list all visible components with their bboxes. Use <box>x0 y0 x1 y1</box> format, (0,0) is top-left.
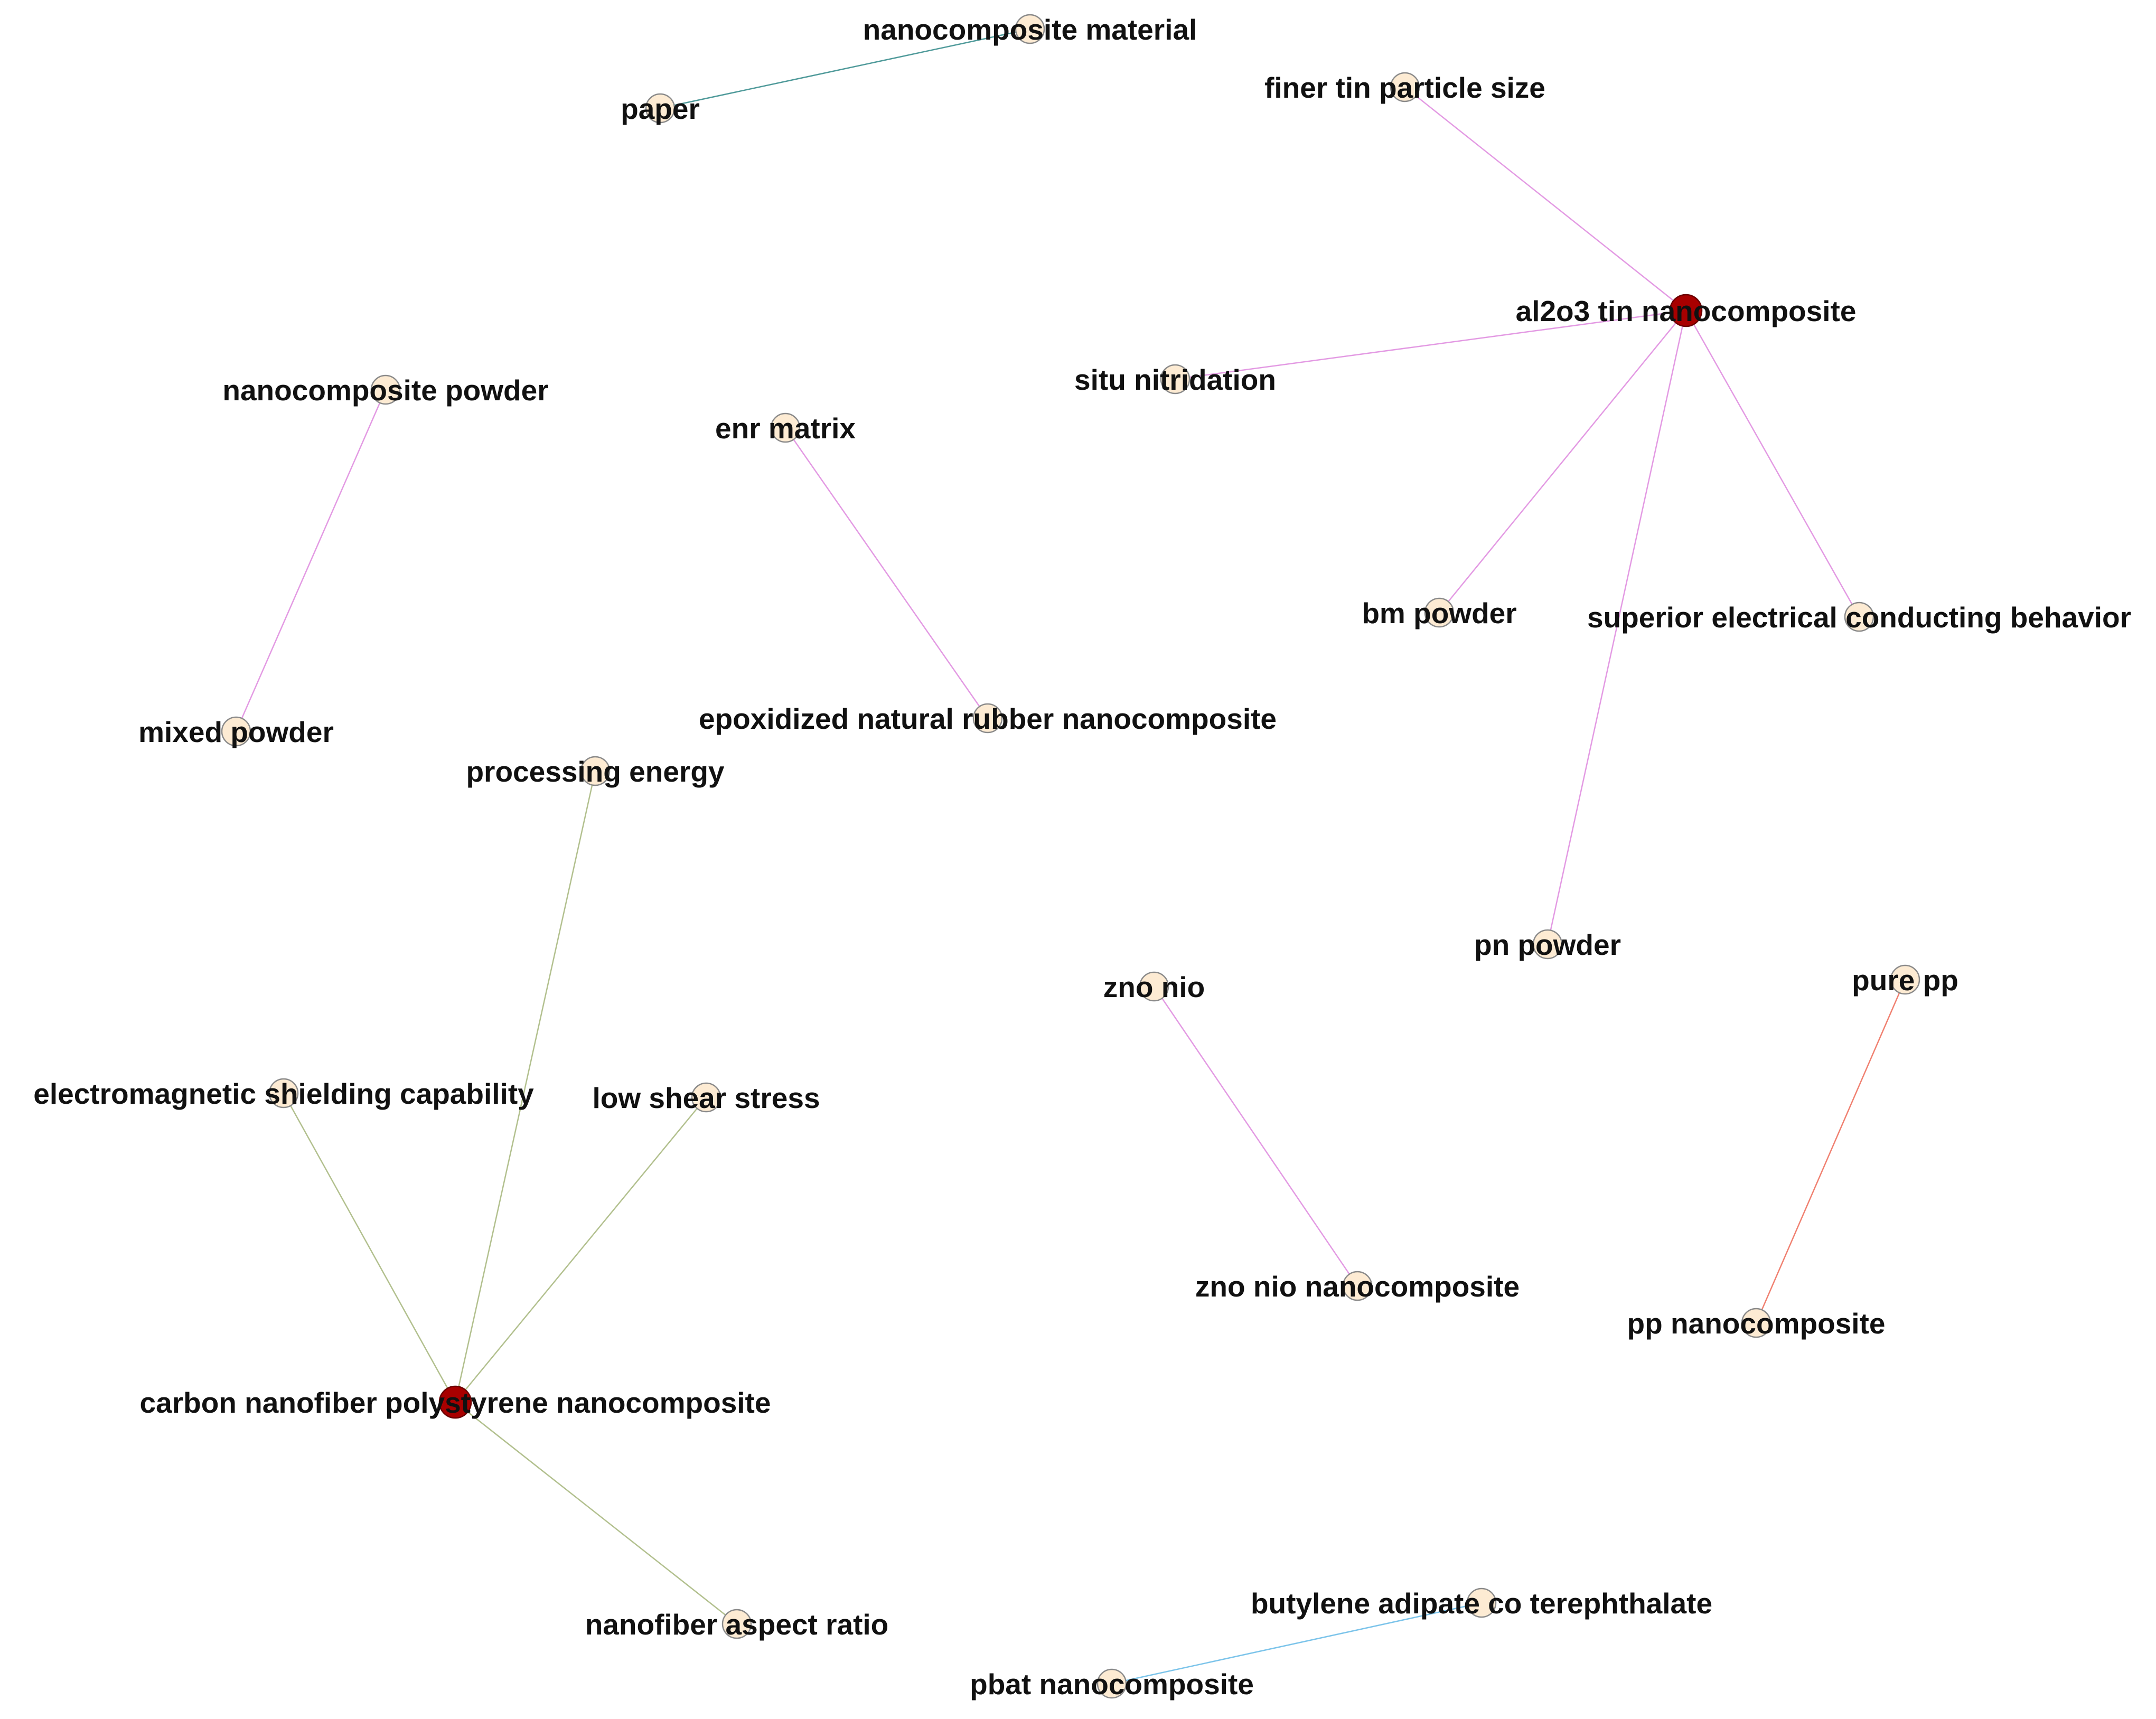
node-butylene-adipate-co-terephthalate[interactable] <box>1466 1588 1497 1618</box>
node-nanofiber-aspect-ratio[interactable] <box>721 1609 752 1639</box>
node-label-nanocomposite-powder: nanocomposite powder <box>222 374 548 407</box>
node-label-finer-tin-particle-size: finer tin particle size <box>1264 71 1545 104</box>
node-pp-nanocomposite[interactable] <box>1741 1308 1771 1338</box>
node-label-zno-nio-nanocomposite: zno nio nanocomposite <box>1195 1270 1520 1303</box>
edge-low_shear_stress-carbon_nanofiber_polystyrene_nanocomposite <box>455 1097 707 1403</box>
node-label-zno-nio: zno nio <box>1103 971 1205 1003</box>
edge-nanocomposite_material-paper <box>660 28 1030 109</box>
edge-finer_tin_particle_size-al2o3_tin_nanocomposite <box>1404 87 1686 311</box>
edge-al2o3_tin_nanocomposite-situ_nitridation <box>1175 309 1686 380</box>
edge-enr_matrix-epoxidized_natural_rubber_nanocomposite <box>784 427 989 719</box>
node-pbat-nanocomposite[interactable] <box>1096 1668 1127 1699</box>
nodes-layer <box>221 14 1920 1699</box>
node-label-electromagnetic-shielding-capability: electromagnetic shielding capability <box>33 1077 534 1110</box>
node-electromagnetic-shielding-capability[interactable] <box>268 1078 299 1109</box>
node-label-nanocomposite-material: nanocomposite material <box>863 13 1197 46</box>
node-nanocomposite-material[interactable] <box>1015 14 1045 44</box>
edge-al2o3_tin_nanocomposite-bm_powder <box>1439 310 1686 613</box>
node-label-carbon-nanofiber-polystyrene-nanocomposite: carbon nanofiber polystyrene nanocomposi… <box>140 1386 771 1419</box>
node-label-epoxidized-natural-rubber-nanocomposite: epoxidized natural rubber nanocomposite <box>699 702 1277 735</box>
node-label-bm-powder: bm powder <box>1362 597 1516 630</box>
edge-electromagnetic_shielding_capability-carbon_nanofiber_polystyrene_nanocomposite <box>283 1093 456 1403</box>
node-carbon-nanofiber-polystyrene-nanocomposite[interactable] <box>438 1385 472 1419</box>
node-situ-nitridation[interactable] <box>1160 364 1191 394</box>
edge-carbon_nanofiber_polystyrene_nanocomposite-nanofiber_aspect_ratio <box>455 1402 737 1624</box>
labels-layer: nanocomposite material paper finer tin par… <box>33 13 2131 1701</box>
node-low-shear-stress[interactable] <box>691 1082 721 1113</box>
node-label-pure-pp: pure pp <box>1852 964 1958 997</box>
edge-nanocomposite_powder-mixed_powder <box>235 389 387 732</box>
edge-pure_pp-pp_nanocomposite <box>1755 979 1906 1323</box>
node-label-low-shear-stress: low shear stress <box>592 1082 820 1114</box>
node-pure-pp[interactable] <box>1890 964 1920 995</box>
node-label-mixed-powder: mixed powder <box>138 716 334 748</box>
node-label-pn-powder: pn powder <box>1474 928 1621 961</box>
node-label-superior-electrical-conducting-behavior: superior electrical conducting behavior <box>1587 601 2131 634</box>
node-epoxidized-natural-rubber-nanocomposite[interactable] <box>972 703 1003 734</box>
node-label-pbat-nanocomposite: pbat nanocomposite <box>970 1668 1254 1701</box>
node-bm-powder[interactable] <box>1424 597 1455 628</box>
edges-layer <box>235 28 1906 1685</box>
node-label-pp-nanocomposite: pp nanocomposite <box>1627 1307 1886 1340</box>
node-mixed-powder[interactable] <box>221 716 251 747</box>
node-label-nanofiber-aspect-ratio: nanofiber aspect ratio <box>585 1608 889 1641</box>
node-finer-tin-particle-size[interactable] <box>1390 72 1420 102</box>
edge-zno_nio-zno_nio_nanocomposite <box>1153 986 1358 1286</box>
node-label-al2o3-tin-nanocomposite: al2o3 tin nanocomposite <box>1516 295 1857 327</box>
edge-processing_energy-carbon_nanofiber_polystyrene_nanocomposite <box>454 771 596 1403</box>
node-superior-electrical-conducting-behavior[interactable] <box>1844 602 1874 632</box>
node-zno-nio[interactable] <box>1139 971 1169 1002</box>
node-processing-energy[interactable] <box>580 756 611 786</box>
edge-al2o3_tin_nanocomposite-pn_powder <box>1546 310 1687 945</box>
node-al2o3-tin-nanocomposite[interactable] <box>1669 294 1703 327</box>
node-label-paper: paper <box>621 92 700 125</box>
node-label-situ-nitridation: situ nitridation <box>1074 363 1276 396</box>
node-label-processing-energy: processing energy <box>466 755 724 788</box>
node-nanocomposite-powder[interactable] <box>370 374 401 405</box>
node-paper[interactable] <box>645 93 676 124</box>
edge-butylene_adipate_co_terephthalate-pbat_nanocomposite <box>1111 1602 1482 1685</box>
node-label-butylene-adipate-co-terephthalate: butylene adipate co terephthalate <box>1251 1587 1712 1620</box>
node-zno-nio-nanocomposite[interactable] <box>1342 1271 1373 1301</box>
edge-al2o3_tin_nanocomposite-superior_electrical_conducting_behavior <box>1685 310 1860 617</box>
node-label-enr-matrix: enr matrix <box>715 412 856 445</box>
node-pn-powder[interactable] <box>1532 929 1563 960</box>
node-enr-matrix[interactable] <box>770 412 801 443</box>
